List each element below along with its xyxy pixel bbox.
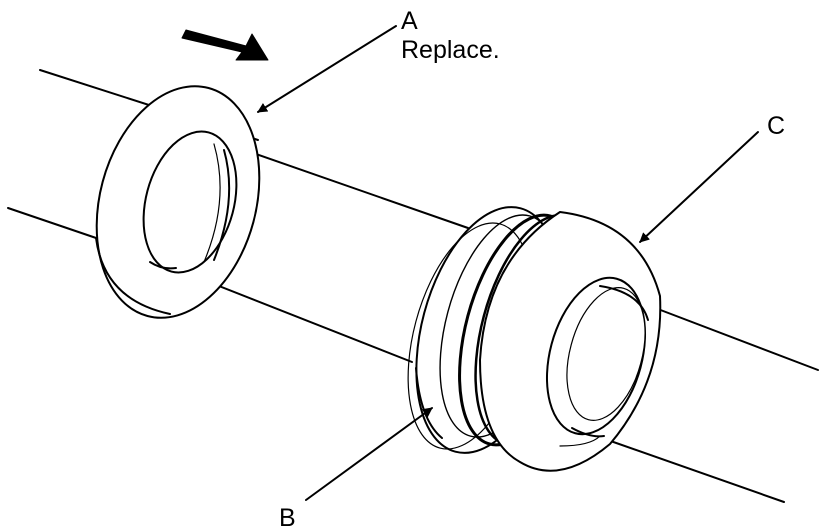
leader-line-b: [305, 407, 433, 501]
leader-line-c: [639, 131, 759, 243]
callout-label-b: B: [279, 504, 296, 532]
seal-part-c: [479, 211, 662, 472]
leader-line-a: [257, 25, 397, 113]
callout-label-a: A: [401, 7, 418, 35]
callout-note-replace: Replace.: [401, 36, 500, 64]
callout-label-c: C: [767, 112, 786, 140]
direction-arrow-icon: [181, 29, 269, 61]
washer-part-a: [95, 85, 261, 319]
